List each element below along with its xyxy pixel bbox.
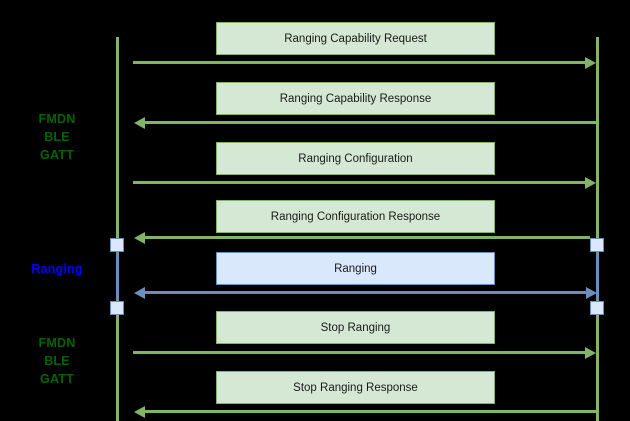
- message-box-ranging-capability-response[interactable]: Ranging Capability Response: [216, 82, 495, 115]
- arrowhead-right-icon: [585, 346, 596, 359]
- arrowhead-left-icon: [134, 405, 145, 418]
- arrowhead-left-icon: [134, 116, 145, 129]
- arrowhead-right-icon: [585, 56, 596, 69]
- activation-box-right-start: [590, 238, 604, 252]
- activation-box-right-end: [590, 301, 604, 315]
- arrowhead-left-icon: [134, 231, 145, 244]
- phase-line: GATT: [40, 372, 74, 386]
- arrowhead-right-icon: [585, 176, 596, 189]
- message-box-stop-ranging-response[interactable]: Stop Ranging Response: [216, 371, 495, 404]
- lifeline-right-upper: [596, 37, 599, 244]
- message-arrow-ranging-capability-request[interactable]: [133, 56, 596, 69]
- lifeline-right-lower: [596, 314, 599, 421]
- lifeline-left-lower: [116, 314, 119, 421]
- phase-line: FMDN: [38, 112, 76, 126]
- arrowhead-left-icon: [134, 286, 145, 299]
- phase-line: BLE: [44, 130, 70, 144]
- message-box-ranging[interactable]: Ranging: [216, 252, 495, 285]
- phase-line: FMDN: [38, 336, 76, 350]
- phase-label-fmdn-top: FMDN BLE GATT: [14, 110, 100, 164]
- message-arrow-ranging-configuration[interactable]: [133, 176, 596, 189]
- phase-label-fmdn-bottom: FMDN BLE GATT: [14, 334, 100, 388]
- message-box-ranging-configuration-response[interactable]: Ranging Configuration Response: [216, 200, 495, 233]
- message-box-stop-ranging[interactable]: Stop Ranging: [216, 311, 495, 344]
- message-arrow-stop-ranging-response[interactable]: [134, 405, 597, 418]
- message-arrow-ranging-configuration-response[interactable]: [134, 231, 590, 244]
- lifeline-right-active: [596, 244, 599, 314]
- activation-box-left-end: [110, 301, 124, 315]
- lifeline-left-upper: [116, 37, 119, 244]
- message-arrow-ranging-bidirectional[interactable]: [134, 286, 597, 299]
- phase-line: GATT: [40, 148, 74, 162]
- lifeline-left-active: [116, 244, 119, 314]
- phase-line: Ranging: [31, 262, 83, 276]
- message-arrow-stop-ranging[interactable]: [133, 346, 596, 359]
- arrowhead-right-icon: [586, 286, 597, 299]
- message-arrow-ranging-capability-response[interactable]: [134, 116, 597, 129]
- message-box-ranging-capability-request[interactable]: Ranging Capability Request: [216, 22, 495, 55]
- activation-box-left-start: [110, 238, 124, 252]
- phase-label-ranging: Ranging: [14, 260, 100, 278]
- message-box-ranging-configuration[interactable]: Ranging Configuration: [216, 142, 495, 175]
- phase-line: BLE: [44, 354, 70, 368]
